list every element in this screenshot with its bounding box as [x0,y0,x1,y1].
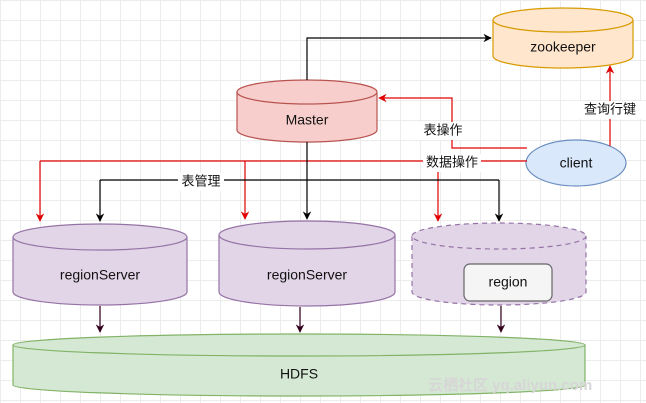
regionserver-1-label: regionServer [60,267,140,283]
edge-label-query-row-key: 查询行键 [584,101,636,116]
edge-label-table-ops: 表操作 [423,122,462,137]
region-node: region [463,263,553,302]
client-label: client [560,155,593,171]
zookeeper-label: zookeeper [530,39,596,55]
hdfs-node: HDFS [12,333,586,397]
edge-master-to-zookeeper [306,33,492,80]
regionserver-node-3: region [411,222,587,306]
regionserver-node-2: regionServer [218,220,396,307]
client-node: client [525,139,627,187]
master-label: Master [286,112,329,128]
hdfs-label: HDFS [280,366,318,382]
region-label: region [489,274,528,290]
regionserver-node-1: regionServer [12,223,188,306]
regionserver-2-label: regionServer [267,267,347,283]
watermark: 云栖社区 yq.aliyun.com [428,376,592,394]
edge-label-data-ops: 数据操作 [426,154,478,169]
master-node: Master [236,79,378,143]
edge-label-table-management: 表管理 [181,173,220,188]
zookeeper-node: zookeeper [492,7,634,69]
